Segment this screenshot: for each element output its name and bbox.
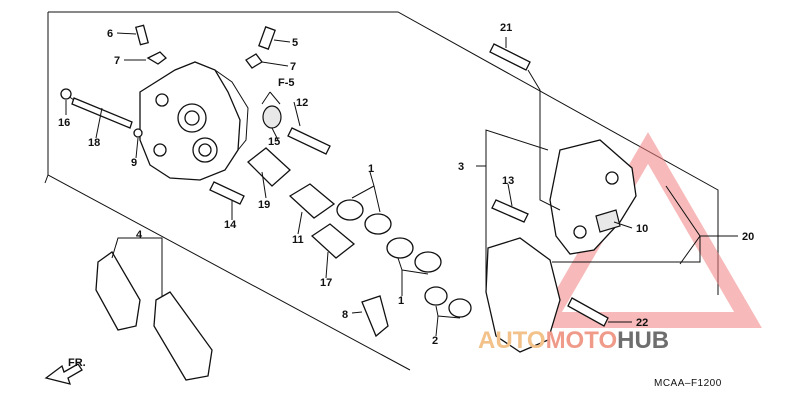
clip-10 — [595, 209, 621, 233]
callout-18: 18 — [88, 137, 100, 149]
caliper-body — [139, 61, 249, 181]
pad-4a — [95, 251, 141, 331]
seal-1b — [364, 213, 392, 235]
sleeve-19 — [247, 147, 291, 187]
nut-16 — [60, 88, 72, 100]
callout-16: 16 — [58, 117, 70, 129]
callout-6: 6 — [107, 28, 113, 40]
bleeder-5 — [258, 26, 276, 50]
callout-7b: 7 — [290, 61, 296, 73]
washer-9 — [133, 128, 143, 138]
ref-arrows — [261, 91, 281, 105]
pad-4b — [153, 291, 213, 381]
callout-8: 8 — [342, 309, 348, 321]
bolt-12 — [287, 127, 331, 155]
callout-5: 5 — [292, 37, 298, 49]
piston-11 — [288, 183, 336, 219]
bolt-21 — [489, 43, 531, 71]
diagram-code: MCAA–F1200 — [654, 378, 722, 389]
callout-4: 4 — [136, 229, 143, 241]
seal-1d — [414, 251, 442, 273]
front-direction-arrow — [44, 363, 83, 385]
seal-2b — [448, 298, 472, 318]
callout-10: 10 — [636, 223, 648, 235]
cap-7 — [146, 51, 167, 65]
seal-15 — [262, 105, 282, 129]
callout-20: 20 — [742, 231, 754, 243]
callout-12: 12 — [296, 97, 308, 109]
spring-8 — [361, 295, 389, 338]
callout-15: 15 — [268, 136, 280, 148]
bleeder-6 — [135, 24, 149, 46]
seal-1a — [336, 199, 364, 221]
seal-1c — [386, 237, 414, 259]
callout-2: 2 — [432, 335, 438, 347]
callout-19: 19 — [258, 199, 270, 211]
bracket-3 — [549, 139, 637, 255]
bracket-20 — [485, 237, 561, 353]
cap-7b — [245, 53, 263, 69]
callout-14: 14 — [224, 219, 237, 231]
bolt-13 — [491, 199, 529, 223]
watermark-text: AUTOMOTOHUB — [478, 327, 669, 354]
direction-label: FR. — [68, 357, 86, 369]
bolt-14 — [209, 181, 245, 205]
callout-1b: 1 — [398, 295, 404, 307]
ref-label: F-5 — [278, 77, 295, 89]
callout-9: 9 — [131, 157, 137, 169]
pin-18 — [67, 95, 133, 129]
callout-1a: 1 — [368, 163, 374, 175]
callout-11: 11 — [292, 234, 304, 246]
leader-lines — [65, 32, 738, 337]
callout-21: 21 — [500, 22, 512, 34]
callout-17: 17 — [320, 277, 332, 289]
bolt-22 — [567, 297, 609, 327]
callout-7a: 7 — [114, 55, 120, 67]
seal-2a — [424, 286, 448, 306]
callout-22: 22 — [636, 317, 648, 329]
callout-13: 13 — [502, 175, 514, 187]
callout-3: 3 — [458, 161, 464, 173]
piston-17 — [310, 223, 356, 259]
assembly-frame — [44, 11, 719, 371]
